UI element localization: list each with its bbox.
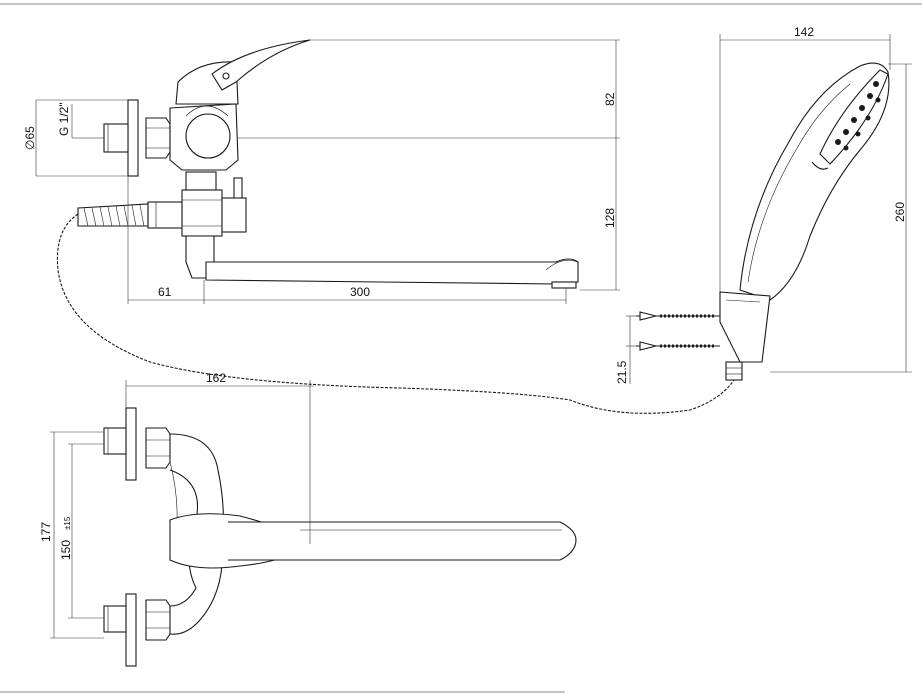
dim-head-142: 142	[794, 25, 814, 39]
lower-wall-plate	[125, 593, 137, 667]
wall-plate	[127, 99, 139, 177]
dim-thread: G 1/2"	[57, 102, 71, 136]
hand-shower-dimensions: 142 260 21.5	[615, 25, 912, 384]
hose-braid	[77, 203, 149, 227]
spout	[205, 258, 579, 285]
hose-nut	[725, 361, 743, 381]
flexible-hose	[56, 213, 735, 414]
diverter-block	[181, 189, 223, 237]
aerator	[551, 281, 577, 289]
hose-connector	[147, 201, 183, 229]
dim-bracket-21-5: 21.5	[615, 360, 629, 384]
lever-handle	[211, 39, 311, 91]
diverter-knob	[233, 177, 243, 201]
mounting-screws	[636, 311, 720, 351]
dim-offset-61: 61	[158, 285, 172, 299]
top-view-faucet	[103, 407, 577, 667]
hand-shower	[636, 62, 890, 381]
top-spout	[228, 521, 577, 561]
dim-height-177: 177	[39, 522, 53, 542]
dim-head-260: 260	[893, 202, 907, 222]
top-view-dimensions: 162 177 150 ±15	[39, 371, 314, 639]
dim-tolerance: ±15	[63, 516, 72, 530]
wall-bracket	[719, 291, 771, 363]
dim-spout-300: 300	[350, 285, 370, 299]
spray-nozzles	[835, 81, 881, 151]
side-view-dimensions: ∅65 G 1/2" 82 128 61 300	[23, 39, 620, 304]
hex-nut	[145, 117, 171, 159]
dim-height-82: 82	[603, 92, 617, 106]
dim-height-128: 128	[603, 208, 617, 228]
dim-depth-162: 162	[206, 371, 226, 385]
dim-diameter-65: ∅65	[23, 126, 37, 150]
side-view-faucet	[72, 39, 579, 289]
dim-centers-150: 150	[59, 540, 73, 560]
upper-wall-plate	[125, 407, 137, 481]
